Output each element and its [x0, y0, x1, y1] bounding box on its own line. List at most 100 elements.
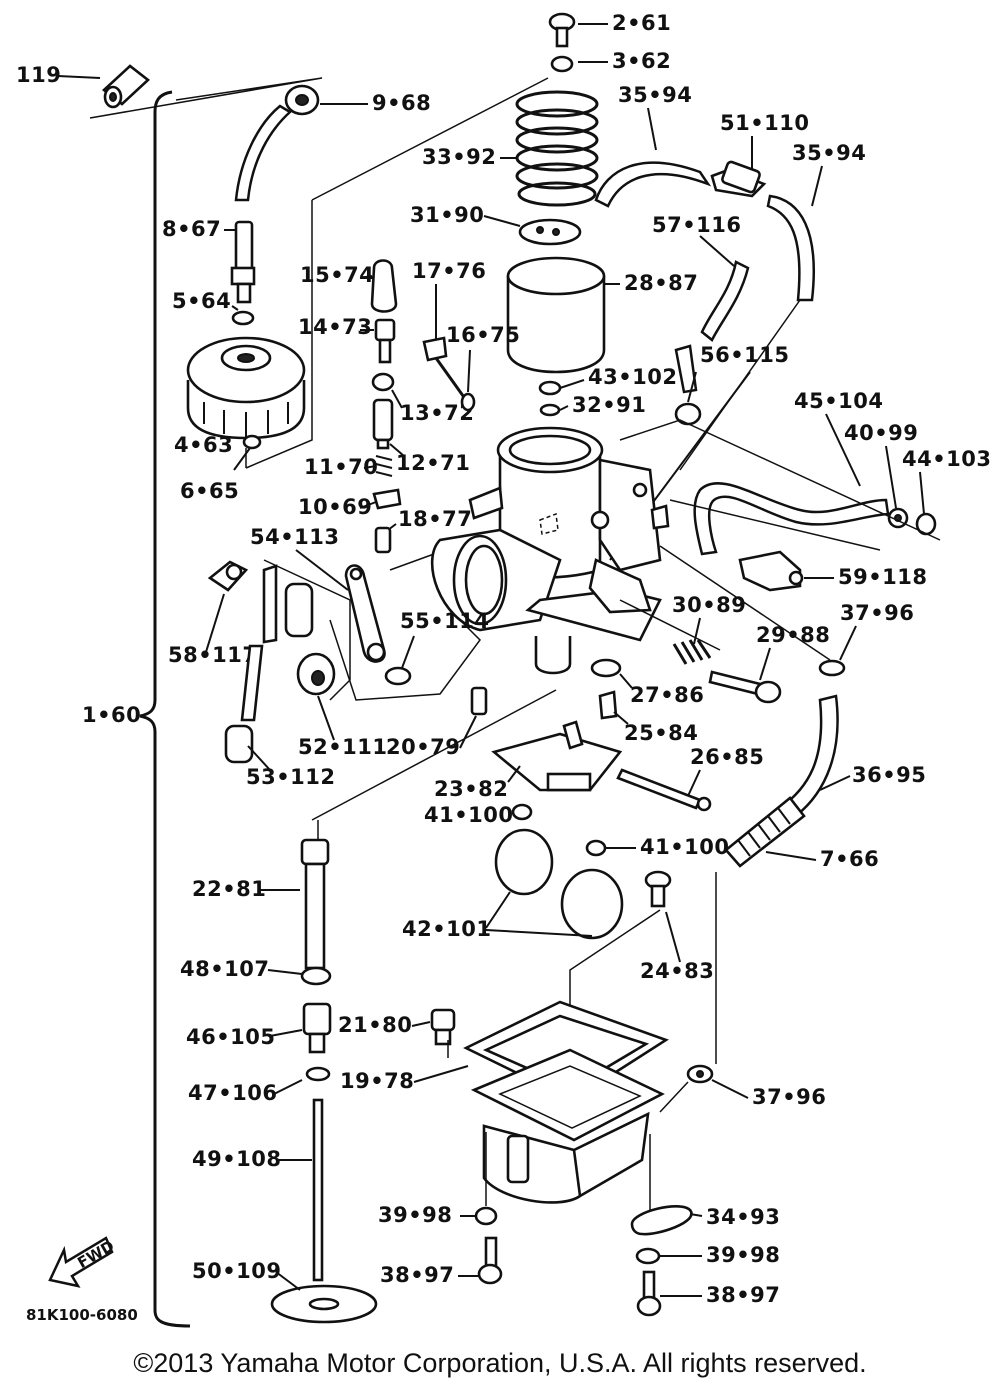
- callout-35-94-left: 35•94: [618, 83, 692, 107]
- part-23-float: [491, 720, 623, 792]
- part-39-washer-left: [474, 1206, 498, 1226]
- callout-21-80: 21•80: [338, 1013, 412, 1037]
- part-45-hose: [693, 482, 890, 556]
- part-5-oring: [231, 310, 255, 326]
- part-31-plate: [518, 218, 582, 246]
- callout-39-98-right: 39•98: [706, 1243, 780, 1267]
- callout-54-113: 54•113: [250, 525, 339, 549]
- callout-9-68: 9•68: [372, 91, 431, 115]
- part-48-washer: [300, 966, 332, 986]
- callout-56-115: 56•115: [700, 343, 789, 367]
- part-25-nozzle: [598, 690, 618, 720]
- part-3-washer: [550, 55, 574, 73]
- callout-41-100-left: 41•100: [424, 803, 513, 827]
- part-2-screw: [548, 12, 576, 48]
- part-27-washer: [590, 658, 622, 678]
- part-49-rod: [312, 1098, 324, 1282]
- callout-38-97-right: 38•97: [706, 1283, 780, 1307]
- callout-43-102: 43•102: [588, 365, 677, 389]
- part-13-nut: [371, 372, 395, 392]
- callout-38-97-left: 38•97: [380, 1263, 454, 1287]
- part-22-needle-jet: [300, 838, 330, 970]
- part-50-plate: [270, 1284, 378, 1324]
- part-51-joint: [710, 160, 767, 198]
- callout-30-89: 30•89: [672, 593, 746, 617]
- part-24-screw: [644, 870, 672, 908]
- callout-12-71: 12•71: [396, 451, 470, 475]
- part-11-spring: [375, 455, 393, 477]
- part-7-corrugated-hose: [724, 796, 806, 868]
- part-59-bracket: [738, 550, 804, 592]
- callout-8-67: 8•67: [162, 217, 221, 241]
- callout-15-74: 15•74: [300, 263, 374, 287]
- part-9-cap: [284, 84, 320, 116]
- part-6-washer: [242, 434, 262, 450]
- part-20-jet: [470, 686, 488, 716]
- callout-53-112: 53•112: [246, 765, 335, 789]
- bracket-lines-119: [89, 77, 323, 119]
- part-carb-body: [430, 426, 670, 675]
- part-37-clamp-upper: [818, 659, 846, 677]
- callout-26-85: 26•85: [690, 745, 764, 769]
- assembly-bracket: [139, 90, 191, 1328]
- part-41-cap-right: [585, 839, 607, 857]
- callout-27-86: 27•86: [630, 683, 704, 707]
- callout-29-88: 29•88: [756, 623, 830, 647]
- part-57-hose: [700, 260, 750, 342]
- callout-58-117: 58•117: [168, 643, 257, 667]
- part-47-oring: [305, 1066, 331, 1082]
- fwd-arrow-icon: FWD: [48, 1236, 117, 1288]
- part-14-screw: [374, 318, 396, 364]
- part-32-clip: [539, 403, 561, 417]
- part-55-ring: [384, 666, 412, 686]
- callout-46-105: 46•105: [186, 1025, 275, 1049]
- part-58-fitting: [207, 560, 249, 592]
- callout-50-109: 50•109: [192, 1259, 281, 1283]
- part-15-cap: [370, 259, 398, 313]
- diagram-code: 81K100-6080: [26, 1306, 138, 1324]
- part-39-washer-right: [635, 1247, 661, 1265]
- part-53-cable: [224, 644, 264, 764]
- callout-2-61: 2•61: [612, 11, 671, 35]
- callout-17-76: 17•76: [412, 259, 486, 283]
- part-34-plate: [630, 1205, 693, 1236]
- part-119-plug: [101, 64, 151, 109]
- part-54-lever: [344, 564, 386, 663]
- part-38-bolt-right: [636, 1270, 662, 1317]
- top-group-outline: [245, 77, 549, 469]
- part-8-fitting: [230, 220, 256, 304]
- callout-35-94-right: 35•94: [792, 141, 866, 165]
- callout-22-81: 22•81: [192, 877, 266, 901]
- part-19-float-bowl: [463, 1000, 669, 1204]
- callout-14-73: 14•73: [298, 315, 372, 339]
- part-42-floats: [494, 828, 624, 940]
- callout-4-63: 4•63: [174, 433, 233, 457]
- leader-119: [57, 75, 101, 79]
- callout-49-108: 49•108: [192, 1147, 281, 1171]
- callout-37-96-upper: 37•96: [840, 601, 914, 625]
- part-38-bolt-left: [477, 1236, 503, 1285]
- callout-52-111: 52•111: [298, 735, 387, 759]
- part-46-main-jet: [302, 1002, 332, 1054]
- callout-119: 119: [16, 63, 61, 87]
- callout-6-65: 6•65: [180, 479, 239, 503]
- callout-23-82: 23•82: [434, 777, 508, 801]
- part-18-jet: [374, 526, 392, 554]
- part-12-plunger: [372, 398, 394, 450]
- part-41-cap-left: [511, 803, 533, 821]
- copyright-notice: ©2013 Yamaha Motor Corporation, U.S.A. A…: [133, 1348, 867, 1378]
- callout-24-83: 24•83: [640, 959, 714, 983]
- callout-48-107: 48•107: [180, 957, 269, 981]
- part-30-spring: [672, 639, 712, 665]
- callout-1-60: 1•60: [82, 703, 141, 727]
- carburetor-exploded-diagram: 1•60 119 9•68 8•67 5•64 4•63 6•65 2•61: [16, 11, 991, 1328]
- part-9-hose: [234, 104, 293, 202]
- part-4-cap: [186, 336, 306, 440]
- part-21-plug: [430, 1008, 456, 1046]
- callout-10-69: 10•69: [298, 495, 372, 519]
- callout-40-99: 40•99: [844, 421, 918, 445]
- part-56-hose: [674, 344, 698, 394]
- part-56-clamp: [674, 402, 702, 426]
- callout-51-110: 51•110: [720, 111, 809, 135]
- callout-3-62: 3•62: [612, 49, 671, 73]
